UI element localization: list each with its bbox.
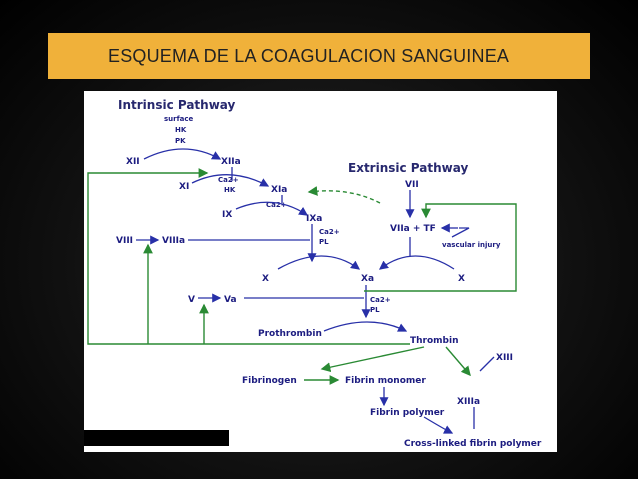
arrow-xii-to-xiia bbox=[143, 148, 222, 160]
thrombin: Thrombin bbox=[410, 336, 458, 346]
factor-xiia: XIIa bbox=[221, 157, 241, 167]
hk-label-2: HK bbox=[224, 186, 236, 194]
factor-va: Va bbox=[224, 295, 237, 305]
factor-viiia: VIIIa bbox=[162, 236, 185, 246]
factor-xiii: XIII bbox=[496, 353, 513, 363]
cross-linked-fibrin-polymer: Cross-linked fibrin polymer bbox=[404, 439, 542, 449]
factor-ixa: IXa bbox=[306, 214, 322, 224]
prothrombin: Prothrombin bbox=[258, 329, 322, 339]
hk-label-1: HK bbox=[175, 126, 187, 134]
factor-xii: XII bbox=[126, 157, 140, 167]
fibrinogen: Fibrinogen bbox=[242, 376, 297, 386]
pk-label: PK bbox=[175, 137, 186, 145]
arrow-ix-to-ixa bbox=[235, 201, 309, 216]
surface-label: surface bbox=[164, 115, 194, 123]
intrinsic-pathway-header: Intrinsic Pathway bbox=[118, 98, 236, 112]
ca2-label-4: Ca2+ bbox=[370, 296, 391, 304]
arrow-xiii-to-xiiia bbox=[479, 356, 495, 372]
slide-title-bar: ESQUEMA DE LA COAGULACION SANGUINEA bbox=[48, 33, 590, 79]
ca2-label-2: Ca2+ bbox=[266, 201, 287, 209]
factor-x-right: X bbox=[458, 274, 465, 284]
fibrin-monomer: Fibrin monomer bbox=[345, 376, 426, 386]
factor-xia: XIa bbox=[271, 185, 287, 195]
arrow-polymer-to-crosslinked bbox=[423, 416, 454, 434]
arrow-x-to-xa-intrinsic bbox=[277, 255, 361, 270]
coagulation-diagram: Intrinsic Pathway Extrinsic Pathway surf… bbox=[84, 91, 557, 452]
factor-viii: VIII bbox=[116, 236, 133, 246]
factor-xi: XI bbox=[179, 182, 189, 192]
extrinsic-pathway-header: Extrinsic Pathway bbox=[348, 161, 468, 175]
fibrin-polymer: Fibrin polymer bbox=[370, 408, 445, 418]
viia-tf-complex: VIIa + TF bbox=[390, 224, 436, 234]
factor-x-left: X bbox=[262, 274, 269, 284]
vascular-injury-label: vascular injury bbox=[442, 241, 501, 249]
factor-vii: VII bbox=[405, 180, 419, 190]
feedback-xa-to-viia bbox=[364, 203, 517, 292]
factor-xa: Xa bbox=[361, 274, 374, 284]
arrow-thrombin-to-xiiia bbox=[445, 346, 471, 377]
feedback-thrombin-to-xi bbox=[87, 168, 410, 345]
arrow-x-to-xa-extrinsic bbox=[378, 255, 455, 270]
diagram-svg: Intrinsic Pathway Extrinsic Pathway surf… bbox=[87, 98, 542, 449]
vascular-injury-bracket bbox=[451, 227, 470, 238]
arrow-thrombin-to-fibrinogen bbox=[320, 346, 425, 373]
slide-title: ESQUEMA DE LA COAGULACION SANGUINEA bbox=[108, 45, 510, 66]
ca2-label-1: Ca2+ bbox=[218, 176, 239, 184]
factor-ix: IX bbox=[222, 210, 232, 220]
feedback-viia-to-xia bbox=[307, 186, 381, 204]
arrow-prothrombin-to-thrombin bbox=[323, 321, 408, 332]
factor-xiiia: XIIIa bbox=[457, 397, 480, 407]
pl-label-2: PL bbox=[370, 306, 380, 314]
arrow-xi-to-xia bbox=[191, 174, 270, 187]
factor-v: V bbox=[188, 295, 195, 305]
black-bar bbox=[84, 430, 229, 446]
pl-label-1: PL bbox=[319, 238, 329, 246]
ca2-label-3: Ca2+ bbox=[319, 228, 340, 236]
